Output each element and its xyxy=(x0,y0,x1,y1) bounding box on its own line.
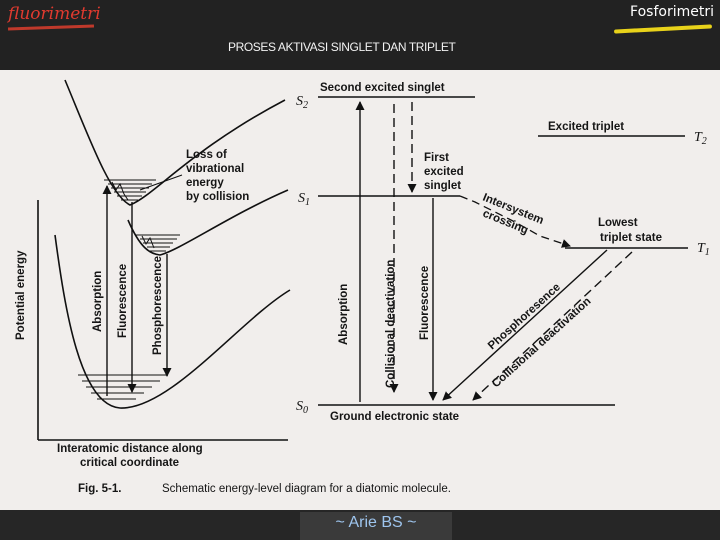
annotation-line-3: energy xyxy=(186,177,224,189)
header-left-title: fluorimetri xyxy=(8,4,101,24)
footer-box xyxy=(300,512,452,540)
t1-label-2: triplet state xyxy=(600,232,662,244)
collisional-label-right: Collisional deactivation xyxy=(385,260,397,388)
s1-label-2: excited xyxy=(424,166,464,178)
absorption-label-right: Absorption xyxy=(338,284,350,345)
potential-energy-panel xyxy=(37,79,291,441)
caption-number: Fig. 5-1. xyxy=(78,483,121,495)
phosphorescence-label-left: Phosphorescence xyxy=(152,256,164,355)
annotation-pointer xyxy=(139,174,183,191)
absorption-label-left: Absorption xyxy=(92,271,104,332)
footer-author: ~ Arie BS ~ xyxy=(335,514,417,531)
figure-panel: Potential energy Interatomic distance al… xyxy=(0,70,720,510)
y-axis-label: Potential energy xyxy=(15,250,27,340)
s0-label: Ground electronic state xyxy=(330,411,459,423)
slide-title: PROSES AKTIVASI SINGLET DAN TRIPLET xyxy=(228,40,456,54)
ground-state-curve xyxy=(54,234,291,409)
t1-label-1: Lowest xyxy=(598,217,638,229)
triplet-curve xyxy=(127,189,289,256)
level-symbols: S2 S1 S0 T2 T1 xyxy=(296,94,710,416)
vibrational-levels-triplet xyxy=(136,234,180,252)
s1-label-3: singlet xyxy=(424,180,461,192)
relaxation-upper xyxy=(111,181,129,201)
annotation-line-2: vibrational xyxy=(186,163,244,175)
jablonski-panel xyxy=(318,96,688,406)
fluorescence-label-right: Fluorescence xyxy=(419,266,431,340)
header-bar xyxy=(0,0,720,70)
t1-symbol: T1 xyxy=(697,241,710,258)
t2-symbol: T2 xyxy=(694,130,707,147)
s2-symbol: S2 xyxy=(296,94,308,111)
t2-label: Excited triplet xyxy=(548,121,624,133)
s2-label: Second excited singlet xyxy=(320,82,445,94)
header-right-title: Fosforimetri xyxy=(630,4,714,20)
s1-symbol: S1 xyxy=(298,191,310,208)
x-axis-label-1: Interatomic distance along xyxy=(57,443,203,455)
annotation-line-1: Loss of xyxy=(186,149,227,161)
collisional-deactivation-triplet-arrow xyxy=(472,251,633,401)
caption-text: Schematic energy-level diagram for a dia… xyxy=(162,483,451,495)
excited-singlet-curve xyxy=(64,79,286,206)
intersystem-crossing-arrow xyxy=(459,195,571,248)
annotation-line-4: by collision xyxy=(186,191,249,203)
energy-level-diagram: Potential energy Interatomic distance al… xyxy=(15,79,710,495)
fluorescence-label-left: Fluorescence xyxy=(117,264,129,338)
vibrational-levels-ground xyxy=(78,374,168,400)
s0-symbol: S0 xyxy=(296,399,308,416)
phosphorescence-arrow-right xyxy=(442,249,608,401)
relaxation-triplet xyxy=(141,235,155,249)
vibrational-levels-upper xyxy=(104,179,156,201)
s1-label-1: First xyxy=(424,152,449,164)
x-axis-label-2: critical coordinate xyxy=(80,457,179,469)
